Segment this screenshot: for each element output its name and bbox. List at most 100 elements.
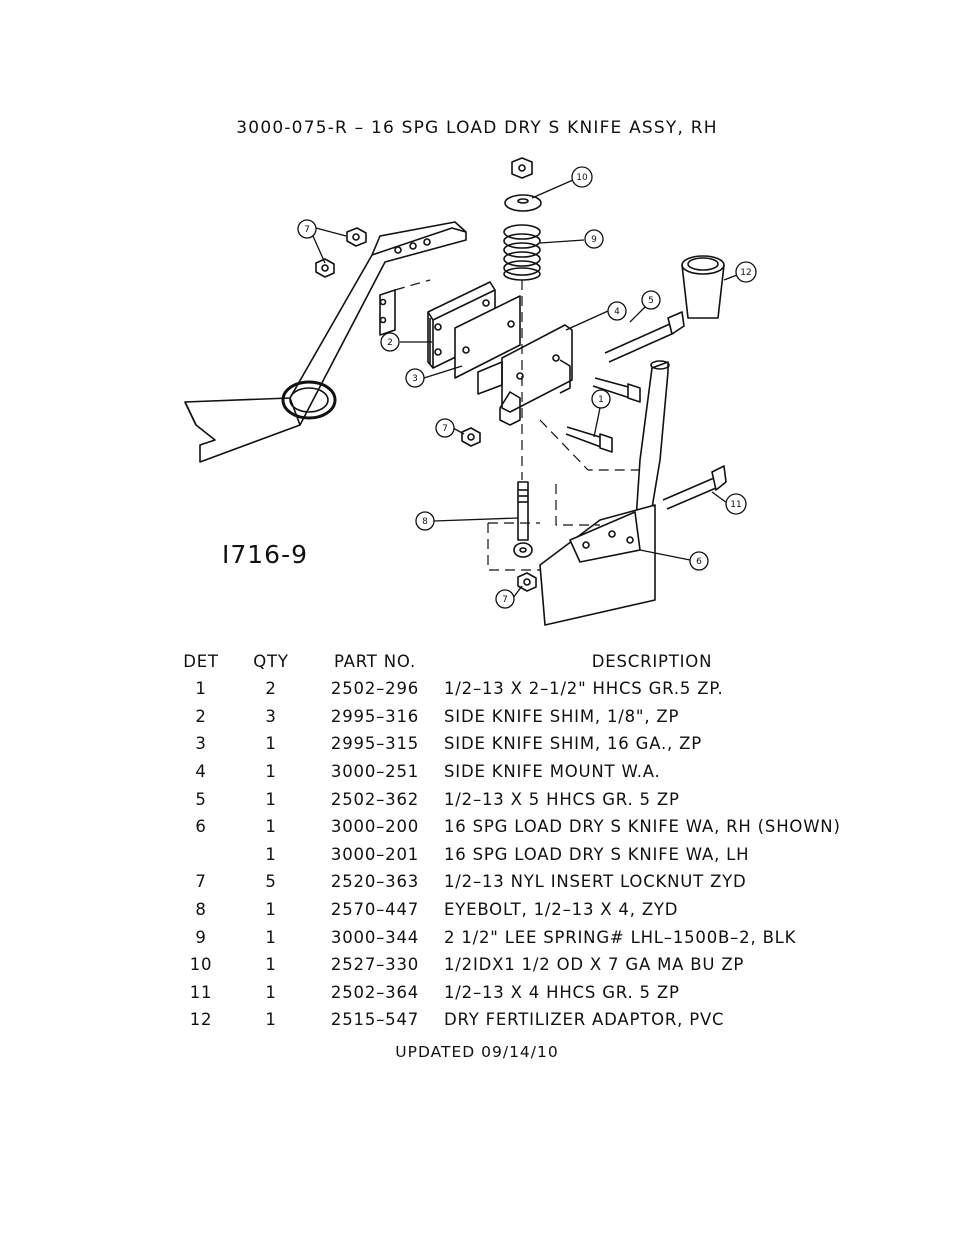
cell-part-no: 2995–316 (330, 706, 420, 726)
washer (504, 194, 542, 212)
bolt-short-a (592, 377, 641, 403)
cell-qty: 3 (265, 706, 277, 726)
spring (503, 224, 541, 281)
header-qty: QTY (253, 652, 289, 671)
cell-qty: 1 (265, 844, 277, 864)
svg-text:3: 3 (412, 374, 418, 384)
cell-part-no: 2502–362 (330, 789, 420, 809)
cell-det: 10 (189, 955, 213, 975)
knife-weldment (539, 360, 670, 626)
cell-description: DRY FERTILIZER ADAPTOR, PVC (444, 1010, 725, 1030)
cell-qty: 1 (265, 817, 277, 837)
cell-description: 16 SPG LOAD DRY S KNIFE WA, LH (444, 844, 750, 864)
knife-mount (477, 324, 573, 426)
cell-qty: 1 (265, 762, 277, 782)
updated-date: UPDATED 09/14/10 (395, 1043, 559, 1061)
callout-leaders (312, 179, 738, 599)
table-row: 1 3000–201 16 SPG LOAD DRY S KNIFE WA, LH (170, 841, 864, 869)
cell-description: 1/2–13 X 4 HHCS GR. 5 ZP (444, 982, 680, 1002)
svg-text:7: 7 (442, 424, 448, 434)
cell-det: 3 (195, 734, 207, 754)
svg-text:12: 12 (740, 268, 751, 278)
svg-text:7: 7 (502, 595, 508, 605)
callout-1: 1 (591, 389, 611, 409)
svg-text:5: 5 (648, 296, 654, 306)
cell-part-no: 2520–363 (330, 872, 420, 892)
svg-text:9: 9 (591, 235, 597, 245)
callout-11: 11 (725, 493, 747, 515)
table-row: 6 1 3000–200 16 SPG LOAD DRY S KNIFE WA, RH… (170, 813, 864, 841)
callout-7-mid: 7 (435, 418, 455, 438)
thin-shim (454, 295, 521, 379)
cell-description: 1/2IDX1 1/2 OD X 7 GA MA BU ZP (444, 955, 745, 975)
callout-2: 2 (380, 332, 400, 352)
exploded-assembly-drawing: 7 2 3 4 5 1 7 8 7 9 10 12 11 6 (184, 157, 757, 626)
cell-det: 6 (195, 817, 207, 837)
cell-qty: 2 (265, 679, 277, 699)
callout-7-lower: 7 (495, 589, 515, 609)
callout-5: 5 (641, 290, 661, 310)
table-row: 7 5 2520–363 1/2–13 NYL INSERT LOCKNUT ZYD (170, 868, 864, 896)
cell-det: 4 (195, 762, 207, 782)
table-header-row: DET QTY PART NO. DESCRIPTION (170, 648, 864, 675)
cell-det: 11 (189, 982, 213, 1002)
shank-arm (184, 221, 467, 463)
svg-text:1: 1 (598, 395, 604, 405)
cell-part-no: 2502–296 (330, 679, 420, 699)
callout-7-upper: 7 (297, 219, 317, 239)
callout-4: 4 (607, 301, 627, 321)
callout-9: 9 (584, 229, 604, 249)
header-part-no: PART NO. (333, 652, 417, 671)
svg-text:2: 2 (387, 338, 393, 348)
cell-description: 2 1/2" LEE SPRING# LHL–1500B–2, BLK (444, 927, 797, 947)
cell-qty: 1 (265, 734, 277, 754)
cell-det: 12 (189, 1010, 213, 1030)
cell-qty: 1 (265, 1010, 277, 1030)
cell-part-no: 2995–315 (330, 734, 420, 754)
cell-det (170, 841, 232, 869)
cell-part-no: 3000–200 (330, 817, 420, 837)
eyebolt (513, 481, 533, 558)
cell-description: EYEBOLT, 1/2–13 X 4, ZYD (444, 900, 679, 920)
cell-qty: 1 (265, 927, 277, 947)
cell-description: 16 SPG LOAD DRY S KNIFE WA, RH (SHOWN) (444, 817, 841, 837)
locknut-mid (461, 427, 481, 447)
callout-6: 6 (689, 551, 709, 571)
callout-3: 3 (405, 368, 425, 388)
header-det: DET (183, 652, 219, 671)
cell-qty: 1 (265, 900, 277, 920)
cell-qty: 5 (265, 872, 277, 892)
callout-12: 12 (735, 261, 757, 283)
cell-description: 1/2–13 X 5 HHCS GR. 5 ZP (444, 789, 680, 809)
locknut-upper-b (315, 258, 335, 278)
cell-part-no: 3000–344 (330, 927, 420, 947)
cell-det: 7 (195, 872, 207, 892)
bolt-medium (662, 465, 727, 510)
svg-text:11: 11 (730, 500, 741, 510)
assembly-centerlines (394, 279, 640, 571)
fertilizer-adaptor (681, 255, 725, 319)
locknut-lower (517, 572, 537, 592)
cell-description: SIDE KNIFE MOUNT W.A. (444, 762, 661, 782)
cell-description: 1/2–13 X 2–1/2" HHCS GR.5 ZP. (444, 679, 724, 699)
cell-description: 1/2–13 NYL INSERT LOCKNUT ZYD (444, 872, 747, 892)
cell-qty: 1 (265, 789, 277, 809)
bolt-short-b (565, 426, 613, 453)
cell-description: SIDE KNIFE SHIM, 1/8", ZP (444, 706, 680, 726)
top-nut (511, 157, 533, 179)
svg-text:6: 6 (696, 557, 702, 567)
svg-text:7: 7 (304, 225, 310, 235)
cell-part-no: 2570–447 (330, 900, 420, 920)
svg-text:8: 8 (422, 517, 428, 527)
cell-part-no: 2527–330 (330, 955, 420, 975)
cell-part-no: 3000–201 (330, 844, 420, 864)
